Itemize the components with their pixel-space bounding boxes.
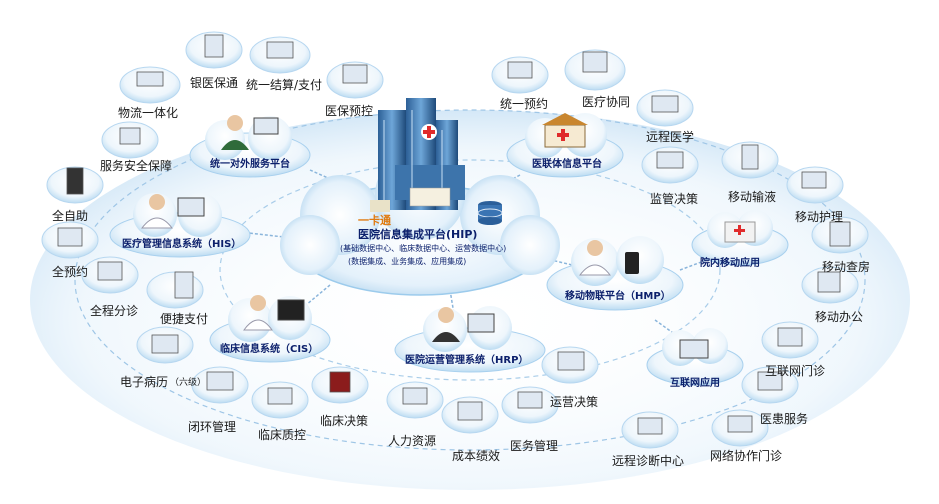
label-ops-decision: 运营决策 [550, 395, 599, 409]
monitor-icon-internet [679, 339, 709, 359]
cloud-label-mobile: 院内移动应用 [700, 258, 760, 269]
device-icons [57, 34, 851, 435]
hospital-building-icon [370, 98, 465, 212]
label-emr-level: （六级） [170, 378, 207, 388]
label-closed-loop: 闭环管理 [188, 420, 237, 434]
cloud-label-alliance: 医联体信息平台 [532, 159, 602, 170]
hub-subtitle-2: (数据集成、业务集成、应用集成) [348, 257, 467, 266]
background-ring [30, 110, 910, 490]
label-patient-service: 医患服务 [760, 412, 809, 426]
label-internet-clinic: 互联网门诊 [765, 364, 826, 378]
clinic-icon-alliance [542, 113, 588, 148]
label-insurance-control: 医保预控 [325, 104, 374, 118]
hub-subtitle-1: (基础数据中心、临床数据中心、运营数据中心) [340, 244, 507, 253]
label-mobile-infusion: 移动输液 [728, 190, 777, 204]
label-full-booking: 全预约 [52, 265, 89, 279]
cloud-label-his: 医疗管理信息系统（HIS） [122, 239, 242, 250]
label-mobile-nursing: 移动护理 [795, 210, 844, 224]
cloud-label-cis: 临床信息系统（CIS） [220, 344, 319, 355]
label-self-service: 全自助 [52, 209, 89, 223]
hub-title: 医院信息集成平台(HIP) [358, 228, 478, 241]
label-mobile-office: 移动办公 [815, 310, 864, 324]
label-remote-diagnosis: 远程诊断中心 [612, 454, 685, 468]
label-hr: 人力资源 [388, 434, 437, 448]
person-icon-external [221, 115, 279, 150]
hospital-icon-mobile [724, 221, 756, 243]
doctor-icon-his [140, 194, 205, 229]
doctor-icon-cis [243, 295, 305, 331]
nurse-icon-hmp [578, 240, 639, 276]
hub-card-label: 一卡通 [358, 214, 391, 227]
label-unified-settlement: 统一结算/支付 [246, 78, 323, 92]
label-bank-insurance: 银医保通 [190, 76, 239, 90]
cloud-label-hmp: 移动物联平台（HMP） [565, 291, 671, 302]
label-service-security: 服务安全保障 [100, 159, 173, 173]
manager-icon-hrp [432, 307, 495, 342]
cloud-label-internet: 互联网应用 [670, 378, 720, 389]
database-icon [477, 201, 503, 225]
label-medical-collab: 医疗协同 [582, 95, 631, 109]
label-mobile-rounds: 移动查房 [822, 260, 871, 274]
cloud-label-external: 统一对外服务平台 [210, 159, 290, 170]
label-quality-control: 临床质控 [258, 428, 307, 442]
label-clinical-decision: 临床决策 [320, 414, 369, 428]
label-emr: 电子病历 [120, 375, 169, 389]
label-logistics: 物流一体化 [118, 106, 179, 120]
label-supervision: 监管决策 [650, 192, 699, 206]
orbit-ring-inner [219, 159, 721, 381]
orbit-ring-outer [74, 109, 866, 451]
label-network-clinic: 网络协作门诊 [710, 449, 783, 463]
label-quick-pay: 便捷支付 [160, 312, 209, 326]
label-cost-perf: 成本绩效 [452, 449, 501, 463]
label-remote-medicine: 远程医学 [646, 130, 695, 144]
cloud-label-hrp: 医院运营管理系统（HRP） [405, 355, 529, 366]
label-medical-affairs: 医务管理 [510, 439, 559, 453]
label-unified-booking: 统一预约 [500, 97, 549, 111]
label-triage: 全程分诊 [90, 304, 139, 318]
